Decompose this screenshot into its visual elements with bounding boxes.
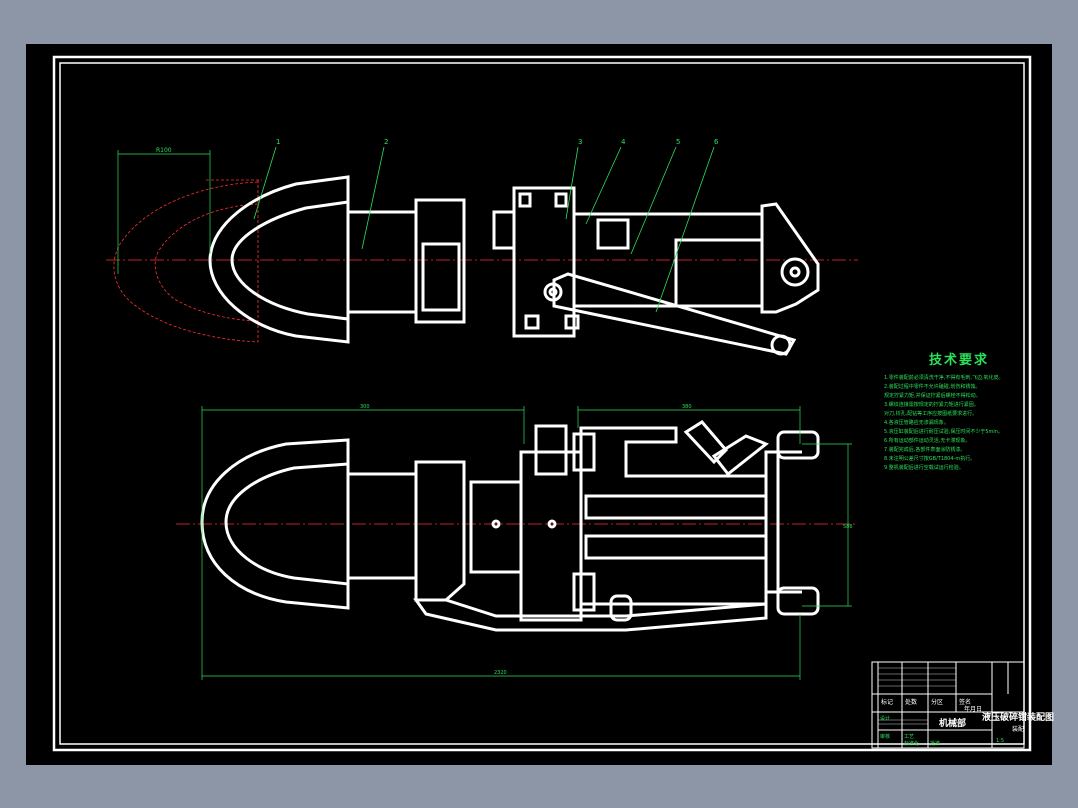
bottom-view <box>176 420 858 632</box>
title-block-rows <box>878 667 956 725</box>
bottom-frame-bottom <box>581 590 802 606</box>
outer-frame <box>52 55 1032 752</box>
top-clamp <box>492 210 516 250</box>
tech-item: 3.螺纹连接需按规定的拧紧力矩进行紧固。 <box>884 402 979 408</box>
tb-label-process: 工艺 <box>904 734 915 740</box>
top-neck <box>346 210 418 314</box>
top-hub <box>512 186 576 338</box>
bottom-block <box>414 460 466 602</box>
bottom-hub <box>519 450 583 622</box>
tech-item: 对刀,铰孔,配钻等工序应按图纸要求进行。 <box>884 411 978 417</box>
tech-item: 7.装配完成后,各部件表面涂防锈漆。 <box>884 447 966 453</box>
balloon-3: 3 <box>578 138 582 146</box>
top-view <box>106 175 858 356</box>
bottom-lower-arm <box>413 598 768 632</box>
jaw-ghost-outer <box>113 181 259 343</box>
bottom-jaw-inner <box>224 462 350 586</box>
top-rear-bracket <box>760 202 820 314</box>
dim-top-arc: R100 <box>156 147 172 154</box>
tb-drawing-code: 装配 <box>1012 726 1025 733</box>
top-block-left <box>414 198 466 324</box>
tech-item: 2.装配过程中零件不允许磕碰,划伤和锈蚀。 <box>884 384 981 390</box>
tb-label-approve: 批准 <box>930 741 941 747</box>
dim-bottom-left: 300 <box>360 404 370 410</box>
balloon-5: 5 <box>676 138 680 146</box>
tech-item: 6.所有运动部件运动灵活,无卡滞现象。 <box>884 438 971 444</box>
leaders <box>253 146 715 313</box>
tb-label-mark: 标记 <box>881 699 894 706</box>
bottom-dims <box>201 406 852 680</box>
tb-label-date: 年月日 <box>964 706 983 713</box>
jaw-ghost-inner <box>154 203 259 322</box>
tb-label-design: 设计 <box>880 716 891 722</box>
top-pivot <box>780 257 810 287</box>
balloon-1: 1 <box>276 138 280 146</box>
bottom-rod-end-bottom <box>776 586 820 616</box>
inner-frame <box>59 62 1025 745</box>
top-link-arm <box>552 272 797 356</box>
top-jaw-inner <box>230 200 350 321</box>
top-dim-arc <box>117 150 211 274</box>
balloon-6: 6 <box>714 138 719 146</box>
top-jaw-outer <box>208 175 350 344</box>
tech-requirements: 技术要求 1.零件装配前必须清洗干净,不得有毛刺,飞边,氧化皮。 2.装配过程中… <box>884 349 1034 473</box>
tb-part-name: 液压破碎钳装配图 <box>982 713 1055 723</box>
dim-bottom-right: 380 <box>682 404 692 410</box>
tb-label-count: 处数 <box>905 699 918 706</box>
tech-item: 4.各液压管路应无渗漏现象。 <box>884 420 949 426</box>
bottom-frame-top <box>579 426 802 478</box>
tech-requirements-title: 技术要求 <box>928 353 989 368</box>
cad-drawing-canvas[interactable]: 1 2 3 4 5 6 R100 <box>26 44 1052 765</box>
tb-label-review: 审核 <box>880 734 891 740</box>
tech-item: 8.未注明公差尺寸按GB/T1804-m执行。 <box>884 456 976 462</box>
balloon-2: 2 <box>384 138 388 146</box>
tb-label-standard: 标准化 <box>904 741 920 747</box>
dim-bottom-total: 2320 <box>494 670 507 676</box>
tb-label-sign: 签名 <box>959 699 972 706</box>
balloon-4: 4 <box>621 138 626 146</box>
tb-label-zone: 分区 <box>931 699 944 706</box>
tech-item: 规定拧紧力矩,并保证拧紧后螺栓不得松动。 <box>884 393 981 399</box>
bottom-rod-end-top <box>776 430 820 460</box>
dim-bottom-height: 586 <box>843 524 853 530</box>
bottom-neck <box>346 472 418 580</box>
tb-scale: 1:5 <box>996 738 1005 744</box>
bottom-angle-bracket <box>683 420 729 465</box>
tb-material: 机械部 <box>939 719 967 729</box>
tech-item: 5.液压缸装配后进行耐压试验,保压时间不少于5min。 <box>884 429 1003 435</box>
cad-viewport[interactable]: 1 2 3 4 5 6 R100 <box>26 44 1055 765</box>
title-block <box>871 661 1025 749</box>
tech-item: 9.整机装配后进行空载试运行检验。 <box>884 465 964 471</box>
tech-item: 1.零件装配前必须清洗干净,不得有毛刺,飞边,氧化皮。 <box>884 375 1004 381</box>
